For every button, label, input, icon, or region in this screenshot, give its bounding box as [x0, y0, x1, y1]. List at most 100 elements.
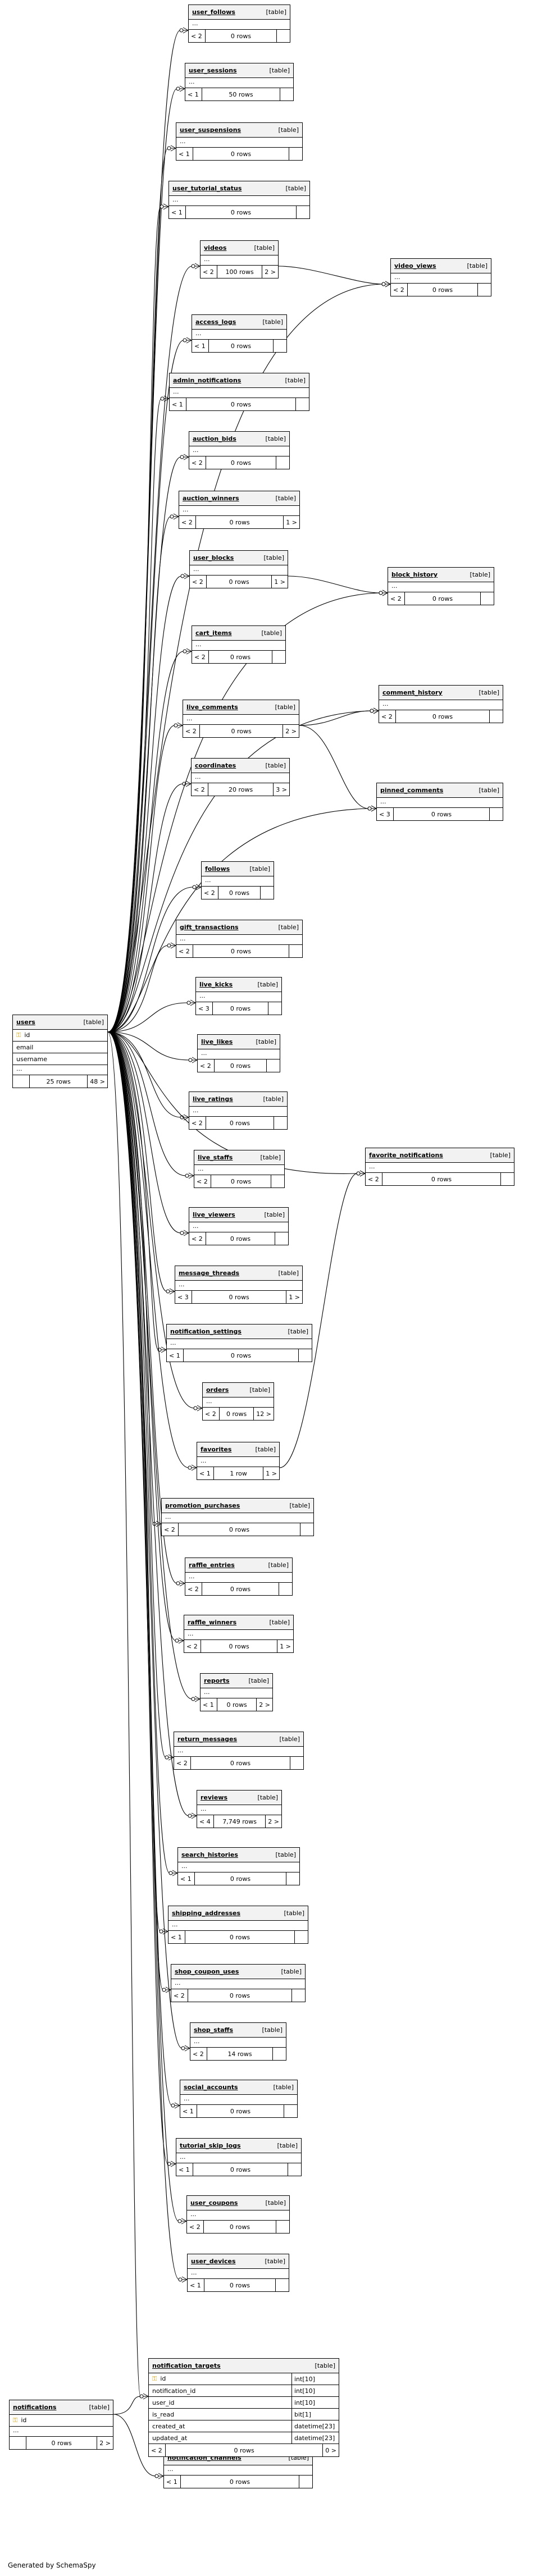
table-cart-items-parent-count[interactable]: < 2: [192, 651, 209, 663]
table-video-views-child-count[interactable]: [477, 284, 491, 296]
table-live-comments-parent-count[interactable]: < 2: [183, 725, 200, 737]
table-users-parent-count[interactable]: [13, 1075, 30, 1088]
table-users-child-count[interactable]: 48 >: [87, 1075, 107, 1088]
table-shipping-addresses-name[interactable]: shipping_addresses: [172, 1910, 241, 1917]
table-raffle-entries-name[interactable]: raffle_entries: [189, 1561, 235, 1569]
table-shipping-addresses-child-count[interactable]: [294, 1931, 308, 1943]
table-raffle-entries-parent-count[interactable]: < 2: [185, 1583, 202, 1595]
table-notification-targets-child-count[interactable]: 0 >: [322, 2444, 339, 2456]
table-social-accounts-parent-count[interactable]: < 1: [180, 2105, 197, 2117]
table-search-histories-name[interactable]: search_histories: [181, 1851, 238, 1858]
table-coordinates-parent-count[interactable]: < 2: [192, 783, 208, 796]
table-live-likes-child-count[interactable]: [266, 1059, 280, 1072]
table-admin-notifications-name[interactable]: admin_notifications: [173, 377, 242, 384]
table-live-likes-parent-count[interactable]: < 2: [198, 1059, 215, 1072]
table-user-suspensions-name[interactable]: user_suspensions: [180, 126, 242, 134]
table-search-histories-child-count[interactable]: [286, 1872, 299, 1885]
table-live-viewers-child-count[interactable]: [275, 1232, 288, 1245]
table-promotion-purchases-parent-count[interactable]: < 2: [162, 1523, 179, 1536]
table-notification-channels-parent-count[interactable]: < 1: [164, 2475, 181, 2488]
table-reviews-name[interactable]: reviews: [201, 1794, 227, 1801]
table-user-devices-child-count[interactable]: [275, 2279, 289, 2291]
table-reports-name[interactable]: reports: [204, 1677, 230, 1684]
table-user-follows-name[interactable]: user_follows: [192, 8, 235, 16]
table-live-viewers-parent-count[interactable]: < 2: [189, 1232, 206, 1245]
table-admin-notifications-parent-count[interactable]: < 1: [170, 398, 186, 410]
table-pinned-comments-name[interactable]: pinned_comments: [380, 787, 444, 794]
table-tutorial-skip-logs-name[interactable]: tutorial_skip_logs: [180, 2142, 241, 2149]
table-gift-transactions-name[interactable]: gift_transactions: [180, 924, 239, 931]
table-live-staffs-parent-count[interactable]: < 2: [194, 1175, 211, 1187]
table-favorite-notifications-child-count[interactable]: [500, 1173, 514, 1185]
table-social-accounts-child-count[interactable]: [284, 2105, 297, 2117]
table-notifications-column-id[interactable]: ⚿id: [10, 2415, 113, 2427]
table-user-coupons-child-count[interactable]: [276, 2221, 289, 2233]
table-pinned-comments-child-count[interactable]: [489, 808, 503, 820]
table-user-devices-parent-count[interactable]: < 1: [188, 2279, 204, 2291]
table-user-suspensions-parent-count[interactable]: < 1: [176, 148, 193, 160]
table-auction-bids-parent-count[interactable]: < 2: [189, 456, 206, 469]
table-access-logs-name[interactable]: access_logs: [195, 318, 236, 326]
table-comment-history-child-count[interactable]: [489, 710, 503, 723]
table-shop-coupon-uses-child-count[interactable]: [291, 1989, 305, 2002]
table-tutorial-skip-logs-parent-count[interactable]: < 1: [176, 2163, 193, 2176]
table-shop-staffs-parent-count[interactable]: < 2: [190, 2048, 207, 2060]
table-user-blocks-child-count[interactable]: 1 >: [271, 576, 288, 588]
table-live-viewers-name[interactable]: live_viewers: [193, 1211, 235, 1218]
table-reports-child-count[interactable]: 2 >: [256, 1698, 272, 1711]
table-notification-channels-child-count[interactable]: [299, 2475, 312, 2488]
table-raffle-winners-child-count[interactable]: 1 >: [277, 1640, 293, 1652]
table-tutorial-skip-logs-child-count[interactable]: [288, 2163, 301, 2176]
table-video-views-parent-count[interactable]: < 2: [391, 284, 408, 296]
table-gift-transactions-child-count[interactable]: [289, 945, 302, 957]
table-videos-name[interactable]: videos: [204, 244, 227, 252]
table-user-sessions-parent-count[interactable]: < 1: [185, 88, 202, 101]
table-follows-name[interactable]: follows: [205, 865, 230, 873]
table-admin-notifications-child-count[interactable]: [295, 398, 309, 410]
table-user-blocks-parent-count[interactable]: < 2: [190, 576, 207, 588]
table-user-blocks-name[interactable]: user_blocks: [193, 554, 234, 561]
table-user-suspensions-child-count[interactable]: [289, 148, 302, 160]
table-live-likes-name[interactable]: live_likes: [201, 1038, 233, 1045]
table-user-devices-name[interactable]: user_devices: [191, 2258, 236, 2265]
table-orders-child-count[interactable]: 12 >: [253, 1408, 274, 1420]
table-social-accounts-name[interactable]: social_accounts: [184, 2084, 238, 2091]
table-favorite-notifications-parent-count[interactable]: < 2: [366, 1173, 382, 1185]
table-videos-parent-count[interactable]: < 2: [201, 266, 217, 278]
table-notification-targets-name[interactable]: notification_targets: [152, 2362, 221, 2369]
table-notifications-name[interactable]: notifications: [13, 2404, 57, 2411]
table-shop-staffs-name[interactable]: shop_staffs: [194, 2026, 233, 2034]
table-notifications-parent-count[interactable]: [10, 2437, 26, 2449]
table-live-staffs-child-count[interactable]: [271, 1175, 284, 1187]
table-user-follows-parent-count[interactable]: < 2: [189, 30, 206, 42]
table-comment-history-parent-count[interactable]: < 2: [379, 710, 396, 723]
table-live-kicks-child-count[interactable]: [268, 1002, 281, 1015]
table-auction-winners-child-count[interactable]: 1 >: [283, 516, 299, 528]
table-live-comments-child-count[interactable]: 2 >: [283, 725, 299, 737]
